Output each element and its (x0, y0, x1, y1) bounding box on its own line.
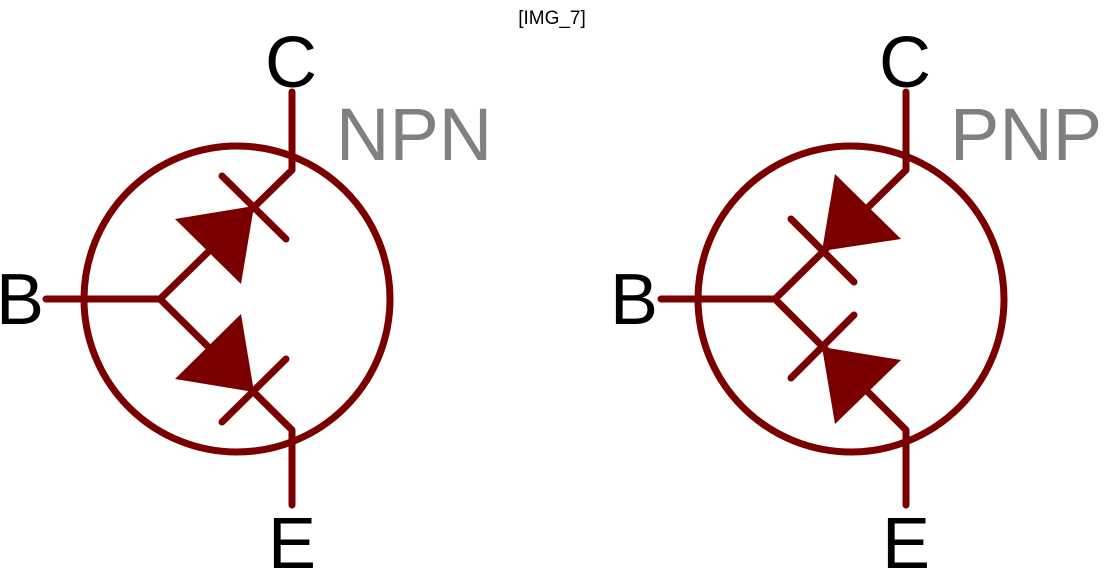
pnp-upper-diode-arrow (822, 174, 901, 251)
pnp-emitter-lead (771, 295, 910, 509)
npn-type-label: NPN (336, 93, 492, 176)
image-tag: [IMG_7] (518, 8, 586, 29)
pnp-lower-diode-arrow (822, 347, 901, 424)
npn-lower-diode-arrow (175, 314, 254, 392)
pnp-emitter-label: E (882, 504, 930, 568)
pnp-type-label: PNP (950, 93, 1102, 176)
npn-emitter-lead (156, 295, 296, 509)
npn-upper-diode-bar (218, 172, 290, 243)
pnp-collector-label: C (879, 23, 931, 103)
pnp-lower-diode-bar (787, 311, 858, 382)
npn-lower-diode-bar (218, 355, 290, 426)
npn-transistor-symbol: C B E NPN (0, 23, 492, 568)
npn-collector-lead (156, 88, 296, 303)
npn-upper-diode-arrow (175, 206, 254, 284)
pnp-collector-lead (771, 88, 910, 303)
npn-collector-label: C (265, 23, 317, 103)
npn-emitter-label: E (268, 504, 316, 568)
npn-base-label: B (0, 260, 44, 340)
pnp-base-label: B (610, 260, 658, 340)
pnp-transistor-symbol: C B E PNP (610, 23, 1102, 568)
